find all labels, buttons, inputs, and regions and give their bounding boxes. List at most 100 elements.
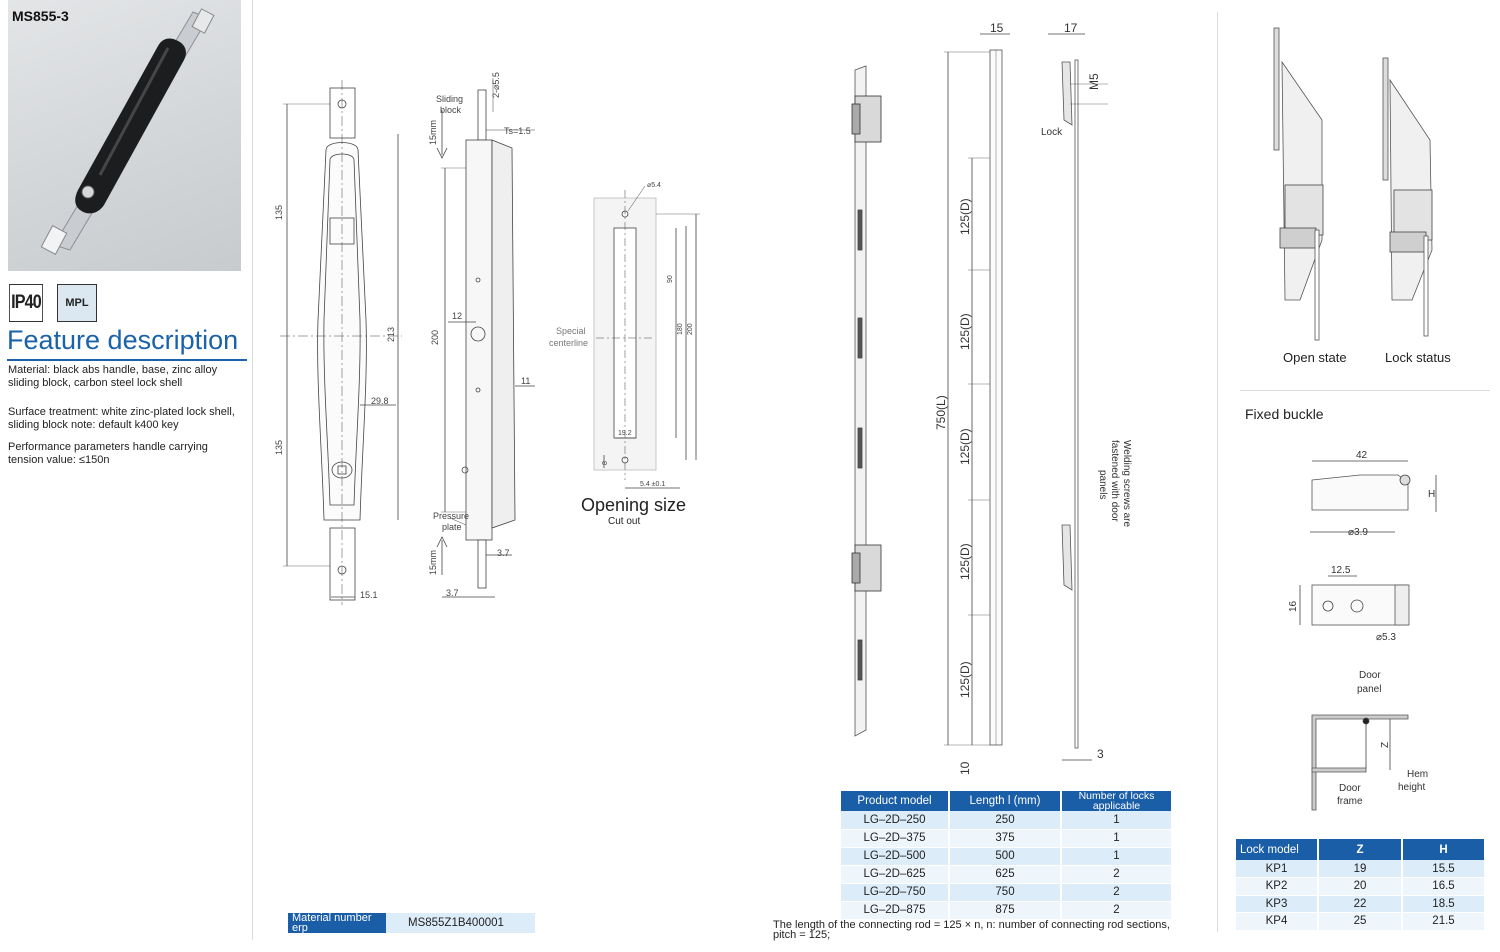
label-frame: frame <box>1337 796 1363 807</box>
dim-m5: M5 <box>1087 73 1101 90</box>
label-welding-3: panels <box>1097 470 1108 499</box>
dim-10: 10 <box>958 761 972 775</box>
dim-200-opening: 200 <box>687 323 694 335</box>
dim-12: 12 <box>452 311 462 321</box>
rod-cell: LG–2D–500 <box>841 847 950 866</box>
rod-note: The length of the connecting rod = 125 ×… <box>773 919 1170 941</box>
rod-th-model: Product model <box>841 791 950 811</box>
erp-bar: Material number erp MS855Z1B400001 <box>288 913 535 933</box>
rod-cell: 875 <box>949 901 1062 920</box>
rod-cell: LG–2D–375 <box>841 829 950 848</box>
opening-drawing <box>593 185 700 489</box>
kp-cell: KP1 <box>1236 860 1319 878</box>
dim-w15: 15 <box>990 21 1004 35</box>
rod-table: Product model Length l (mm) Number of lo… <box>841 791 1173 920</box>
rod-cell: 750 <box>949 883 1062 902</box>
kp-cell: KP4 <box>1236 912 1319 931</box>
kp-cell: 15.5 <box>1402 860 1486 878</box>
rod-cell: LG–2D–625 <box>841 865 950 884</box>
handle-front-dims: 135 135 213 29.8 15.1 <box>274 205 396 600</box>
dim-125-4: 125(D) <box>958 543 972 580</box>
dim-135-top: 135 <box>274 205 284 220</box>
dim-42: 42 <box>1356 450 1368 461</box>
kp-cell: KP3 <box>1236 895 1319 913</box>
label-plate: plate <box>442 522 462 532</box>
kp-cell: 25 <box>1318 912 1403 931</box>
rod-cell: 1 <box>1061 811 1173 830</box>
kp-cell: 19 <box>1318 860 1403 878</box>
dim-hole-5-4: ⌀5.4 <box>647 182 661 189</box>
label-open-state: Open state <box>1283 350 1347 365</box>
travel-top: 15mm <box>428 120 438 145</box>
rod-cell: 1 <box>1061 829 1173 848</box>
handle-front-view <box>280 80 402 605</box>
dim-29-8: 29.8 <box>371 396 389 406</box>
rod-cell: LG–2D–250 <box>841 811 950 830</box>
label-pressure: Pressure <box>433 511 469 521</box>
kp-cell: 22 <box>1318 895 1403 913</box>
rod-cell: LG–2D–750 <box>841 883 950 902</box>
dim-hole-5-5: 2-⌀5.5 <box>491 72 501 98</box>
lock-state-labels: Open state Lock status Fixed buckle <box>1245 350 1451 422</box>
rod-dims: 15 17 M5 750(L) 125(D) 125(D) 125(D) 125… <box>934 21 1132 775</box>
label-welding-2: fastened with door <box>1109 440 1120 522</box>
dim-19-2: 19.2 <box>618 430 632 437</box>
rod-cell: 2 <box>1061 865 1173 884</box>
dim-ts: Ts=1.5 <box>504 126 531 136</box>
dim-3-9: ⌀3.9 <box>1348 527 1368 538</box>
dim-gap-3: 3 <box>1097 747 1104 761</box>
handle-photo-illustration <box>40 8 215 256</box>
opening-title: Opening size <box>581 495 686 515</box>
buckle-title: Fixed buckle <box>1245 406 1324 422</box>
handle-side-view <box>436 78 535 598</box>
kp-th-h: H <box>1402 839 1486 860</box>
rod-cell: 1 <box>1061 847 1173 866</box>
product-code: MS855-3 <box>12 8 69 24</box>
label-door-2: Door <box>1339 783 1361 794</box>
label-special: Special <box>556 326 586 336</box>
rod-cell: 625 <box>949 865 1062 884</box>
feature-material: Material: black abs handle, base, zinc a… <box>8 364 218 389</box>
mpl-badge: MPL <box>57 284 97 322</box>
dim-5-3: ⌀5.3 <box>1376 632 1396 643</box>
kp-cell: 18.5 <box>1402 895 1486 913</box>
buckle-drawings <box>1299 460 1437 811</box>
label-panel: panel <box>1357 684 1381 695</box>
dim-200: 200 <box>430 330 440 345</box>
label-sliding: Sliding <box>436 94 463 104</box>
kp-cell: 16.5 <box>1402 877 1486 896</box>
rod-th-length: Length l (mm) <box>949 791 1062 811</box>
rod-th-locks: Number of locks applicable <box>1061 791 1173 811</box>
kp-cell: 21.5 <box>1402 912 1486 931</box>
rod-cell: 500 <box>949 847 1062 866</box>
dim-w17: 17 <box>1064 21 1078 35</box>
dim-z: Z <box>1380 742 1391 748</box>
rod-cell: LG–2D–875 <box>841 901 950 920</box>
dim-h: H <box>1428 489 1435 500</box>
dim-15-1: 15.1 <box>360 590 378 600</box>
dim-180: 180 <box>677 323 684 335</box>
kp-cell: 20 <box>1318 877 1403 896</box>
dim-12-5: 12.5 <box>1331 565 1351 576</box>
rod-cell: 2 <box>1061 883 1173 902</box>
dim-750: 750(L) <box>934 395 948 430</box>
label-block: block <box>440 105 462 115</box>
erp-value: MS855Z1B400001 <box>386 913 535 933</box>
divider-left <box>252 0 253 940</box>
handle-side-dims: 2-⌀5.5 Ts=1.5 200 12 11 3.7 3.7 15mm 15m… <box>428 72 531 598</box>
product-photo <box>8 0 241 271</box>
label-hem: Hem <box>1407 769 1428 780</box>
label-door: Door <box>1359 670 1381 681</box>
travel-bottom: 15mm <box>428 550 438 575</box>
label-height: height <box>1398 782 1425 793</box>
dim-213: 213 <box>386 327 396 342</box>
erp-label: Material number erp <box>288 913 386 933</box>
ip40-badge: IP40 <box>9 284 43 322</box>
